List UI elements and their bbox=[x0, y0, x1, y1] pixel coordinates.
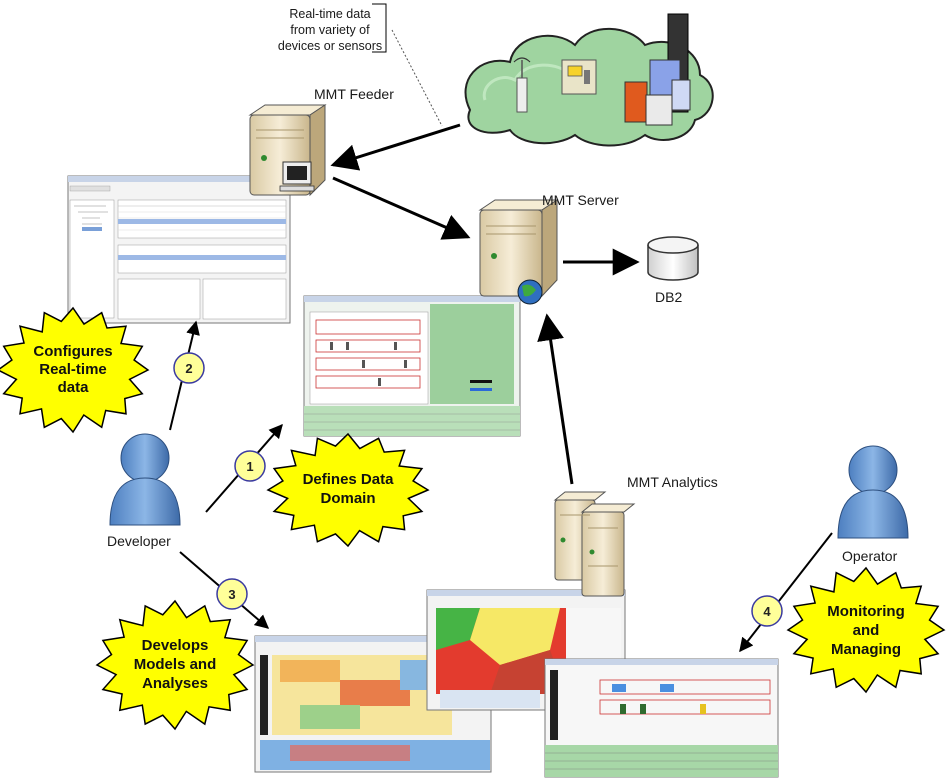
burst-develops-line1: Develops bbox=[142, 637, 209, 654]
step-3: 3 bbox=[216, 578, 248, 610]
mmt-server-icon bbox=[478, 199, 559, 305]
analytics-label: MMT Analytics bbox=[627, 474, 718, 490]
svg-text:1: 1 bbox=[246, 459, 253, 474]
operator-label: Operator bbox=[842, 548, 898, 564]
note-bracket bbox=[372, 3, 443, 127]
db2-icon bbox=[647, 236, 699, 281]
db-label: DB2 bbox=[655, 289, 682, 305]
note-line-1: Real-time data bbox=[289, 7, 370, 21]
burst-configures: Configures Real-time data bbox=[0, 306, 150, 434]
burst-develops-line3: Analyses bbox=[142, 675, 208, 692]
feeder-server-icon bbox=[248, 104, 327, 197]
feeder-label: MMT Feeder bbox=[314, 86, 394, 102]
svg-text:2: 2 bbox=[185, 361, 192, 376]
arrow-cloud-to-feeder bbox=[330, 123, 461, 171]
arrow-feeder-to-server bbox=[332, 176, 471, 240]
analytics-servers-icon bbox=[553, 491, 636, 597]
svg-text:4: 4 bbox=[763, 604, 771, 619]
server-label: MMT Server bbox=[542, 192, 619, 208]
arrow-analytics-to-server bbox=[537, 313, 574, 485]
sensor-cloud bbox=[464, 13, 714, 147]
step-2: 2 bbox=[173, 352, 205, 384]
burst-monitoring-line2: and bbox=[853, 622, 880, 639]
operator-icon bbox=[837, 445, 909, 539]
note-line-2: from variety of bbox=[290, 23, 370, 37]
step-1: 1 bbox=[234, 450, 266, 482]
burst-monitoring: Monitoring and Managing bbox=[786, 566, 946, 694]
burst-monitoring-line3: Managing bbox=[831, 641, 901, 658]
data-domain-screenshot bbox=[303, 295, 521, 437]
developer-label: Developer bbox=[107, 533, 171, 549]
burst-develops-line2: Models and bbox=[134, 656, 217, 673]
burst-configures-line1: Configures bbox=[33, 343, 112, 360]
developer-icon bbox=[109, 433, 181, 526]
note-line-3: devices or sensors bbox=[278, 39, 382, 53]
svg-text:3: 3 bbox=[228, 587, 235, 602]
burst-defines-line1: Defines Data bbox=[303, 471, 395, 488]
burst-develops: Develops Models and Analyses bbox=[95, 599, 255, 731]
flow-arrows bbox=[330, 123, 640, 485]
burst-defines: Defines Data Domain bbox=[266, 432, 430, 548]
burst-configures-line3: data bbox=[58, 379, 90, 396]
burst-defines-line2: Domain bbox=[320, 490, 375, 507]
arrow-operator-to-monitoring bbox=[739, 532, 833, 653]
step-4: 4 bbox=[751, 595, 783, 627]
config-screenshot bbox=[67, 175, 291, 324]
burst-monitoring-line1: Monitoring bbox=[827, 603, 904, 620]
monitoring-screenshot bbox=[544, 658, 779, 778]
burst-configures-line2: Real-time bbox=[39, 361, 107, 378]
